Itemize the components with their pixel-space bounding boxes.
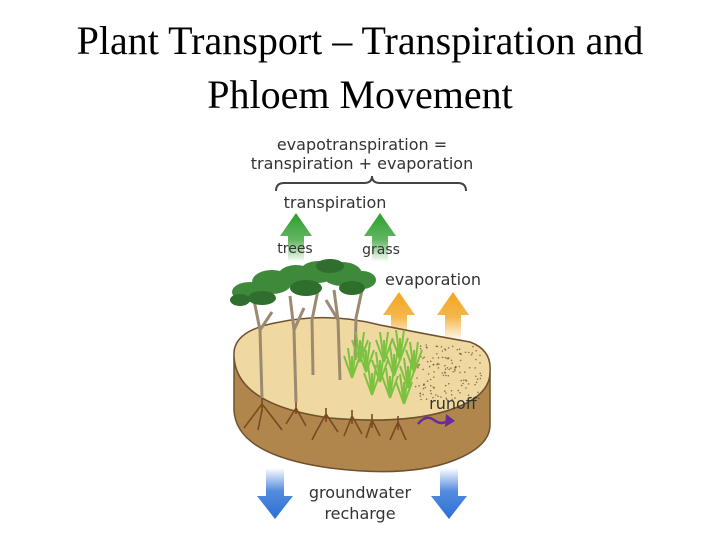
trees-label: trees xyxy=(277,241,312,257)
title-line-2: Phloem Movement xyxy=(207,72,513,117)
grass-label: grass xyxy=(362,242,400,258)
trees-illustration xyxy=(230,259,376,403)
sand-dots xyxy=(414,344,482,401)
groundwater-label-line-2: recharge xyxy=(324,504,395,523)
soil-block xyxy=(233,316,491,473)
groundwater-label-line-1: groundwater xyxy=(309,483,412,502)
runoff-arrowhead xyxy=(445,414,455,427)
curly-brace xyxy=(275,175,467,192)
slide-title: Plant Transport – Transpiration and Phlo… xyxy=(0,14,720,122)
transpiration-arrow-grass xyxy=(364,213,396,262)
grass-illustration xyxy=(343,329,423,405)
runoff-label: runoff xyxy=(429,394,478,413)
transpiration-label: transpiration xyxy=(284,193,387,212)
groundwater-arrow-right xyxy=(431,468,467,519)
evaporation-label: evaporation xyxy=(385,270,481,289)
title-line-1: Plant Transport – Transpiration and xyxy=(76,18,644,63)
tree-roots xyxy=(243,398,407,441)
transpiration-arrow-trees xyxy=(280,213,312,262)
equation-line-2: transpiration + evaporation xyxy=(251,154,473,173)
equation-line-1: evapotranspiration = xyxy=(277,135,447,154)
runoff-arrow xyxy=(417,416,449,425)
groundwater-arrow-left xyxy=(257,468,293,519)
evaporation-arrow-right xyxy=(437,292,469,342)
